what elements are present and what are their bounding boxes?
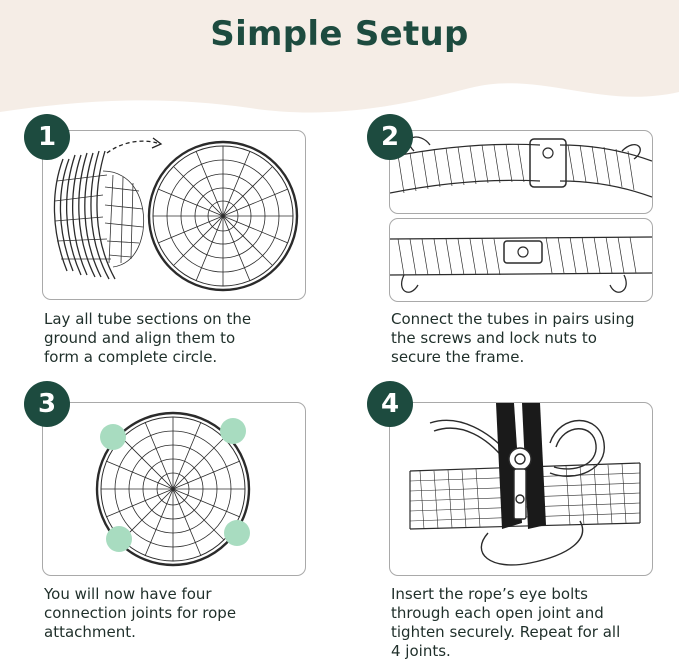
- step-3-panel: [42, 402, 306, 576]
- step-3-caption: You will now have four connection joints…: [44, 585, 334, 642]
- step-1-caption: Lay all tube sections on the ground and …: [44, 310, 334, 367]
- step-1-caption-line: Lay all tube sections on the: [44, 310, 252, 328]
- step-2-panel-bottom: [389, 218, 653, 302]
- page-title: Simple Setup: [210, 14, 469, 54]
- rope-tube-connector-icon: [390, 136, 652, 198]
- step-2-badge: 2: [367, 114, 413, 160]
- step-1-caption-line: ground and align them to: [44, 329, 236, 347]
- step-4-panel: [389, 402, 653, 576]
- step-2-caption-line: secure the frame.: [391, 348, 525, 366]
- joint-marker: [220, 418, 246, 444]
- step-4-badge: 4: [367, 381, 413, 427]
- step-1-badge: 1: [24, 114, 70, 160]
- step-3-badge: 3: [24, 381, 70, 427]
- step-4-caption-line: through each open joint and: [391, 604, 604, 622]
- step-4-caption-line: Insert the rope’s eye bolts: [391, 585, 588, 603]
- header-background: [0, 0, 679, 113]
- step-1-panel: [42, 130, 306, 300]
- step-2-caption: Connect the tubes in pairs using the scr…: [391, 310, 679, 367]
- step-3-caption-line: connection joints for rope: [44, 604, 237, 622]
- step-3-caption-line: attachment.: [44, 623, 136, 641]
- step-2-panel-top: [389, 130, 653, 214]
- step-4-caption: Insert the rope’s eye bolts through each…: [391, 585, 679, 661]
- step-1-caption-line: form a complete circle.: [44, 348, 218, 366]
- eye-bolt-rope-icon: [409, 403, 641, 566]
- joint-marker: [100, 424, 126, 450]
- joint-marker: [224, 520, 250, 546]
- tube-sections-net-icon: [53, 137, 299, 292]
- rope-tube-assembled-icon: [390, 236, 652, 293]
- step-2-caption-line: the screws and lock nuts to: [391, 329, 597, 347]
- step-3-caption-line: You will now have four: [44, 585, 212, 603]
- joint-marker: [106, 526, 132, 552]
- connection-joints-icon: [95, 411, 251, 567]
- step-4-caption-line: 4 joints.: [391, 642, 451, 660]
- step-2-caption-line: Connect the tubes in pairs using: [391, 310, 635, 328]
- step-4-caption-line: tighten securely. Repeat for all: [391, 623, 621, 641]
